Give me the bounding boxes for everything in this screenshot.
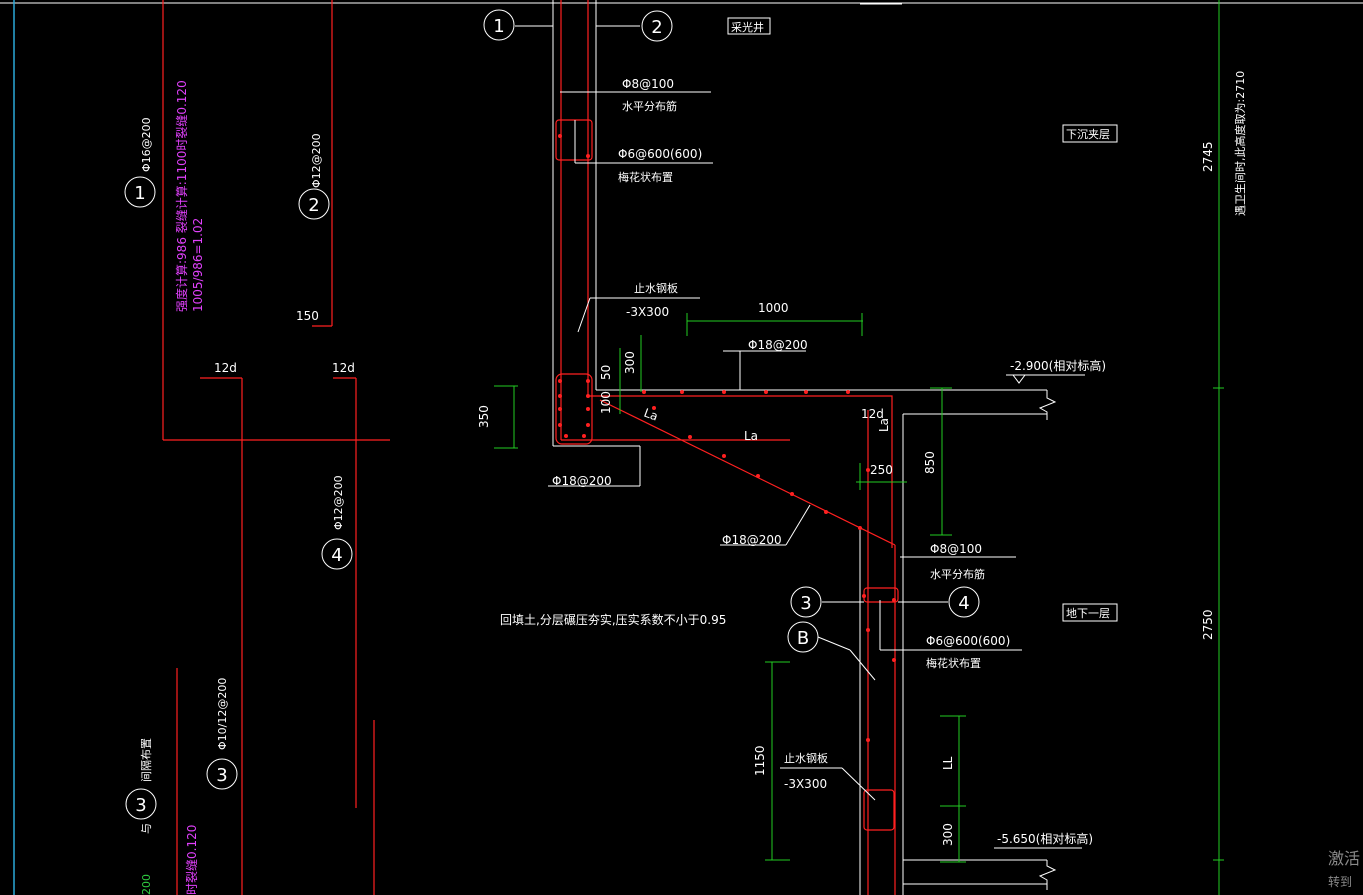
boxed-tags [727,17,1118,622]
dim-850: 850 [923,451,937,474]
rebar-h-mid-label: Φ8@100 [930,542,982,556]
horiz-dist-top-label: 水平分布筋 [622,99,677,113]
bubble-1-top [483,9,515,41]
dim-2745: 2745 [1201,141,1215,172]
grid-bubbles [124,9,980,820]
bubble-4-text: 4 [958,593,969,614]
waterstop-bot-label: 止水钢板 [784,751,828,765]
left-labels: Φ16@200 强度计算:986 裂缝计算:1100时裂缝0.120 1005/… [140,80,355,895]
dim-300-bot: 300 [941,823,955,846]
rebar-18-left-label: Φ18@200 [552,474,612,488]
bubble-b-text: B [797,628,809,649]
la-3: La [877,418,891,432]
left-rebar-12-b: Φ12@200 [332,475,345,530]
dim-2750: 2750 [1201,609,1215,640]
bubble-texts: 1 2 3 4 B 1 2 4 3 3 [134,16,969,816]
dim-12d-right: 12d [861,407,884,421]
bubble-2-left [298,188,330,220]
bubble-4 [948,586,980,618]
dim-350: 350 [477,405,491,428]
left-crack-bot: 时裂缝0.120 [184,825,199,895]
waterstop-top-label: 止水钢板 [634,281,678,295]
horiz-dist-mid-label: 水平分布筋 [930,567,985,581]
waterstop-bot-size: -3X300 [784,777,827,791]
dimension-lines [494,313,1224,863]
left-rebar-16: Φ16@200 [140,117,153,172]
bubble-3 [790,586,822,618]
leader-lines [515,25,1085,849]
basement-1-label: 地下一层 [1066,607,1110,620]
la-1: La [642,406,660,424]
dim-1150: 1150 [753,745,767,776]
right-note: 遇卫生间时,此高度取为:2710 [1233,71,1247,216]
rebar-18-diag-label: Φ18@200 [722,533,782,547]
left-rebar-12: Φ12@200 [310,133,323,188]
rebar-lines [162,0,899,895]
bubble-3-left2-text: 3 [135,795,146,816]
la-2: La [744,429,758,443]
main-labels: 采光井 Φ8@100 水平分布筋 Φ6@600(600) 梅花状布置 下沉夹层 … [477,20,1247,846]
bubble-1-left-text: 1 [134,183,145,204]
bubble-1-top-text: 1 [493,16,504,37]
dim-50: 50 [599,365,613,380]
left-ratio: 1005/986=1.02 [191,218,205,312]
bubble-4-left [321,538,353,570]
rebar-18-top-label: Φ18@200 [748,338,808,352]
left-150: 150 [296,309,319,323]
tie-top-label: Φ6@600(600) [618,147,702,161]
bubble-4-left-text: 4 [331,545,342,566]
left-spacing: 间隔布置 [140,738,153,782]
left-12d-a: 12d [214,361,237,375]
bubble-2-left-text: 2 [308,195,319,216]
watermark-line1: 激活 [1328,849,1360,868]
dim-ll: LL [941,756,955,770]
bubble-b [787,621,819,653]
tie-mid-label: Φ6@600(600) [926,634,1010,648]
bubble-3-text: 3 [800,593,811,614]
elev-top-label: -2.900(相对标高) [1010,358,1106,373]
watermark-line2: 转到 [1328,874,1352,889]
left-12d-b: 12d [332,361,355,375]
bubble-2-top [641,10,673,42]
left-and: 与 [140,823,153,834]
dim-100: 100 [599,391,613,414]
left-200: 200 [140,874,153,895]
skylight-well-label: 采光井 [731,20,764,34]
dim-300-top: 300 [623,351,637,374]
bubble-2-top-text: 2 [651,17,662,38]
plum-top-label: 梅花状布置 [618,170,673,184]
rebar-dots [558,134,896,742]
left-crack-calc2: 强度计算:986 裂缝计算:1100时裂缝0.120 [174,80,189,312]
activation-watermark: 激活 转到 [1328,849,1360,889]
bubble-1-left [124,176,156,208]
rebar-h-top-label: Φ8@100 [622,77,674,91]
waterstop-top-size: -3X300 [626,305,669,319]
left-rebar-10-12: Φ10/12@200 [216,678,229,750]
bubble-3-left-text: 3 [216,765,227,786]
dim-250: 250 [870,463,893,477]
basement-upper-label: 下沉夹层 [1066,128,1110,141]
bubble-3-left2 [125,788,157,820]
concrete-outline [552,0,1057,895]
plum-mid-label: 梅花状布置 [926,656,981,670]
elev-bot-label: -5.650(相对标高) [997,831,1093,846]
bubble-3-left [206,758,238,790]
backfill-note: 回填土,分层碾压夯实,压实系数不小于0.95 [500,612,726,627]
dim-1000: 1000 [758,301,789,315]
